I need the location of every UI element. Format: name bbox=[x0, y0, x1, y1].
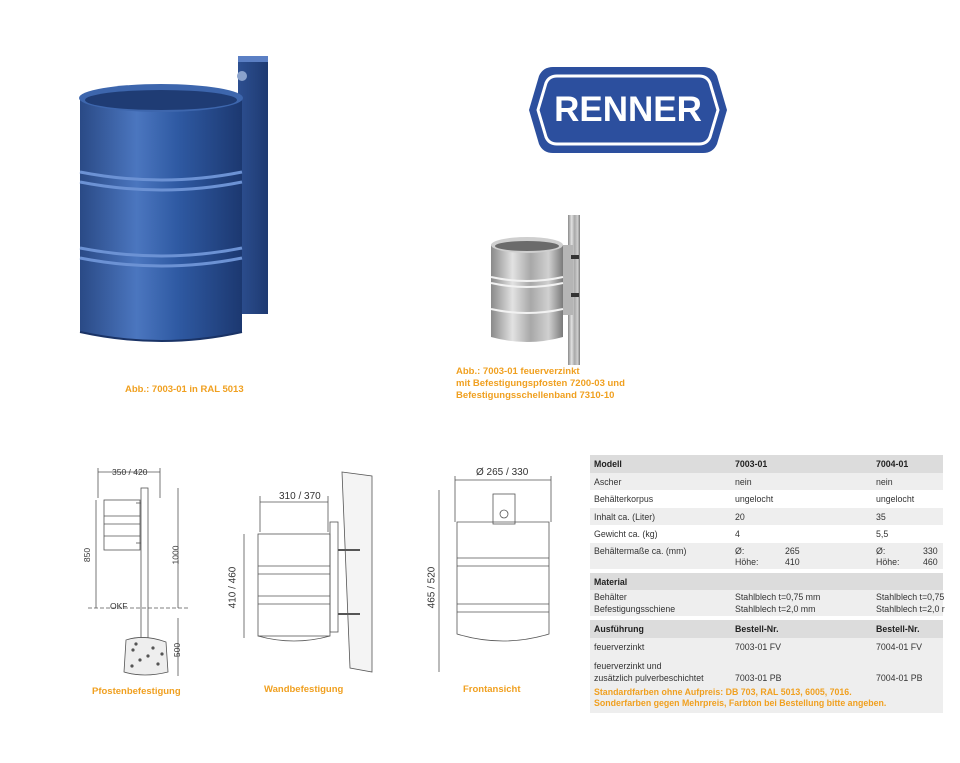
drawing-pfosten bbox=[78, 458, 193, 693]
note-special-colors: Sonderfarben gegen Mehrpreis, Farbton be… bbox=[594, 698, 887, 708]
table-row-pb: feuerverzinkt und zusätzlich pulverbesch… bbox=[590, 655, 943, 685]
table-row: Ascher nein nein bbox=[590, 472, 943, 490]
caption-galv-line3: Befestigungsschellenband 7310-10 bbox=[456, 390, 615, 401]
table-row: Behälterkorpus ungelocht ungelocht bbox=[594, 494, 915, 504]
dim-front-height: 465 / 520 bbox=[426, 566, 438, 609]
dim-pfosten-1000: 1000 bbox=[170, 545, 181, 565]
header-label: Modell bbox=[594, 459, 622, 469]
renner-logo: RENNER bbox=[527, 64, 729, 156]
table-ausfuehrung-header: Ausführung Bestell-Nr. Bestell-Nr. bbox=[590, 620, 943, 638]
table-row: Behälter Stahlblech t=0,75 mm Stahlblech… bbox=[590, 590, 944, 603]
caption-front: Frontansicht bbox=[463, 684, 521, 695]
table-row: Befestigungsschiene Stahlblech t=2,0 mm … bbox=[590, 603, 945, 616]
logo-text: RENNER bbox=[554, 90, 702, 129]
caption-pfosten: Pfostenbefestigung bbox=[92, 686, 181, 697]
caption-galv-line2: mit Befestigungspfosten 7200-03 und bbox=[456, 378, 625, 389]
spec-table: Modell 7003-01 7004-01 Ascher nein nein … bbox=[590, 455, 945, 713]
dim-wand-height: 410 / 460 bbox=[227, 566, 239, 609]
table-material-header: Material bbox=[590, 572, 943, 590]
product-image-blue-bin bbox=[70, 50, 280, 360]
caption-galv-line1: Abb.: 7003-01 feuerverzinkt bbox=[456, 366, 580, 377]
table-notes: Standardfarben ohne Aufpreis: DB 703, RA… bbox=[590, 685, 943, 713]
table-row-dimensions: Behältermaße ca. (mm) Ø: 265 Höhe: 410 Ø… bbox=[590, 542, 943, 569]
product-image-galvanized-bin bbox=[485, 215, 585, 365]
header-model-a: 7003-01 bbox=[735, 459, 768, 469]
dim-pfosten-850: 850 bbox=[82, 547, 93, 563]
table-row: Inhalt ca. (Liter) 20 35 bbox=[590, 507, 943, 525]
caption-blue-bin: Abb.: 7003-01 in RAL 5013 bbox=[125, 384, 244, 395]
dim-pfosten-500: 500 bbox=[172, 642, 183, 658]
table-row: Gewicht ca. (kg) 4 5,5 bbox=[594, 529, 889, 539]
table-header-row: Modell 7003-01 7004-01 bbox=[590, 455, 943, 473]
table-row: feuerverzinkt 7003-01 FV 7004-01 FV bbox=[590, 637, 943, 655]
dim-pfosten-width: 350 / 420 bbox=[112, 467, 148, 477]
dim-front-width: Ø 265 / 330 bbox=[476, 467, 529, 478]
dim-pfosten-okf: OKF bbox=[110, 601, 128, 611]
caption-galvanized: Abb.: 7003-01 feuerverzinkt mit Befestig… bbox=[456, 366, 625, 402]
note-standard-colors: Standardfarben ohne Aufpreis: DB 703, RA… bbox=[594, 687, 852, 697]
drawing-front bbox=[425, 462, 575, 682]
header-model-b: 7004-01 bbox=[876, 459, 909, 469]
caption-wand: Wandbefestigung bbox=[264, 684, 344, 695]
drawing-wand bbox=[222, 462, 382, 682]
dim-wand-width: 310 / 370 bbox=[279, 491, 321, 502]
